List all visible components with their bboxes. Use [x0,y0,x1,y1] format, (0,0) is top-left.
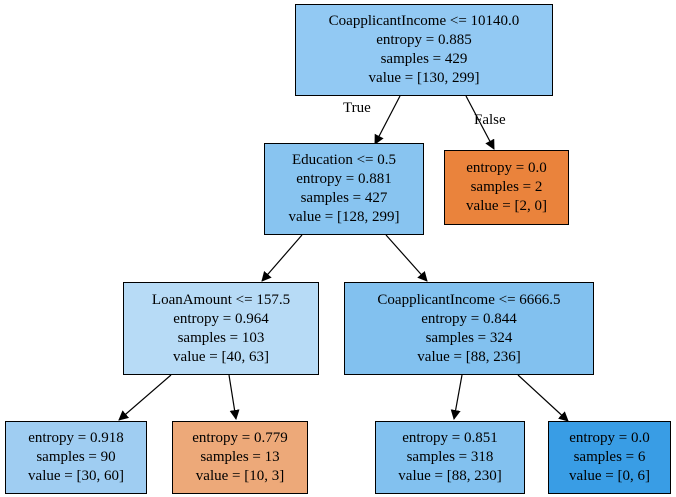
node-value-label: value = [2, 0] [466,198,547,214]
node-samples-label: samples = 318 [406,449,494,465]
node-value-label: value = [10, 3] [195,468,285,484]
node-value-label: value = [88, 236] [417,348,521,365]
node-entropy-label: entropy = 0.844 [421,310,517,327]
node-entropy-label: entropy = 0.779 [192,430,288,446]
node-samples-label: samples = 90 [36,449,116,465]
edge-n1-n4 [385,234,428,282]
edge-root-n1 [374,95,401,145]
node-entropy-label: entropy = 0.918 [28,430,124,446]
tree-node-leaf-2: entropy = 0.779 samples = 13 value = [10… [172,421,308,494]
node-samples-label: samples = 324 [425,329,513,346]
edge-root-n2 [465,95,495,150]
edge-label-true: True [343,100,371,116]
edge-n3-n5 [118,374,172,421]
node-entropy-label: entropy = 0.0 [569,430,650,446]
node-samples-label: samples = 13 [200,449,280,465]
node-value-label: value = [88, 230] [398,468,502,484]
tree-node-root: CoapplicantIncome <= 10140.0 entropy = 0… [295,4,553,96]
node-samples-label: samples = 2 [470,179,543,195]
edge-n4-n7 [450,374,463,420]
tree-node-education: Education <= 0.5 entropy = 0.881 samples… [264,143,424,235]
node-entropy-label: entropy = 0.0 [466,160,547,176]
node-value-label: value = [30, 60] [28,468,124,484]
node-entropy-label: entropy = 0.964 [173,310,269,327]
edge-n1-n3 [261,234,303,282]
node-value-label: value = [0, 6] [569,468,650,484]
tree-node-loanamount: LoanAmount <= 157.5 entropy = 0.964 samp… [123,282,319,375]
edge-label-false: False [474,112,506,128]
node-value-label: value = [40, 63] [173,348,269,365]
node-value-label: value = [130, 299] [368,70,480,86]
edge-n4-n8 [517,374,569,422]
node-entropy-label: entropy = 0.851 [402,430,498,446]
node-split-label: LoanAmount <= 157.5 [151,291,291,308]
node-split-label: Education <= 0.5 [292,152,396,168]
node-value-label: value = [128, 299] [288,209,400,225]
node-samples-label: samples = 429 [380,51,468,67]
node-samples-label: samples = 427 [300,190,388,206]
node-split-label: CoapplicantIncome <= 10140.0 [328,13,520,29]
tree-node-leaf-1: entropy = 0.918 samples = 90 value = [30… [5,421,147,494]
tree-node-coapplicantincome: CoapplicantIncome <= 6666.5 entropy = 0.… [344,282,594,375]
node-entropy-label: entropy = 0.885 [376,32,472,48]
edge-n3-n6 [228,374,240,420]
node-entropy-label: entropy = 0.881 [296,171,392,187]
node-samples-label: samples = 6 [573,449,646,465]
tree-node-leaf-3: entropy = 0.851 samples = 318 value = [8… [375,421,525,494]
node-split-label: CoapplicantIncome <= 6666.5 [377,291,561,308]
tree-node-leaf-false: entropy = 0.0 samples = 2 value = [2, 0] [444,150,569,225]
tree-node-leaf-4: entropy = 0.0 samples = 6 value = [0, 6] [548,421,671,494]
node-samples-label: samples = 103 [177,329,265,346]
